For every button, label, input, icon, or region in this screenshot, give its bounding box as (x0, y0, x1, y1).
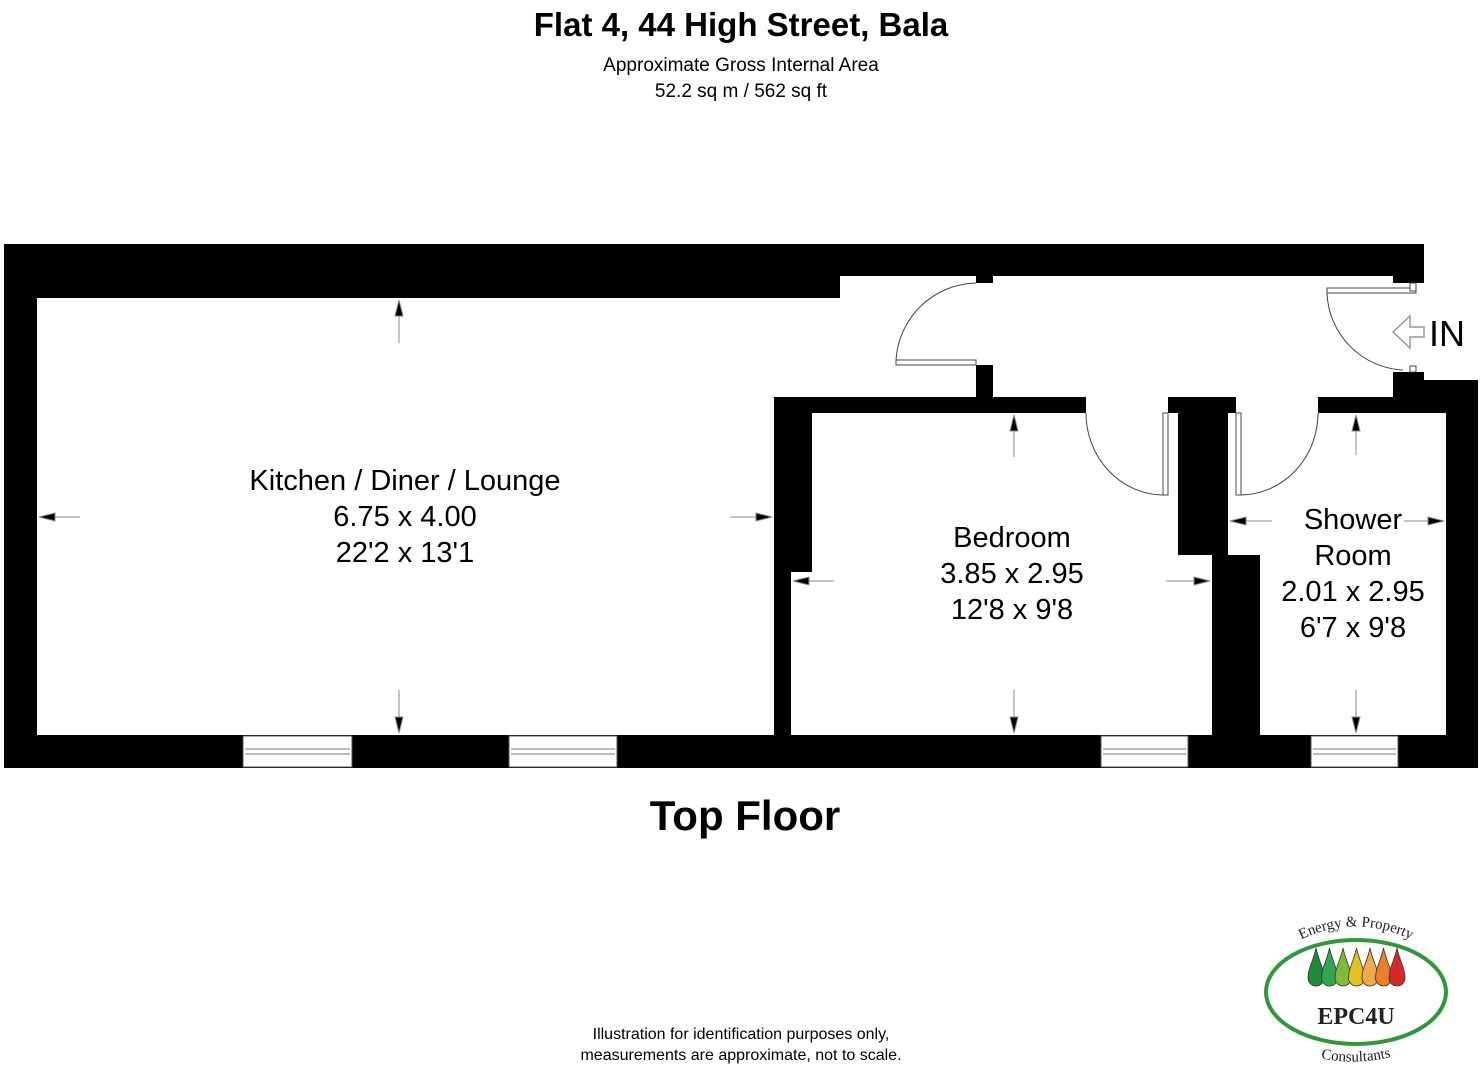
windows (242, 735, 1399, 768)
window-glazing (245, 748, 1396, 755)
room-metric: 3.85 x 2.95 (940, 558, 1084, 590)
room-imperial: 6'7 x 9'8 (1299, 612, 1407, 644)
entrance-label: IN (1429, 313, 1465, 354)
disclaimer-line-2: measurements are approximate, not to sca… (580, 1047, 902, 1064)
room-metric: 2.01 x 2.95 (1281, 576, 1425, 608)
doors (895, 282, 1417, 496)
room-kitchen: Kitchen / Diner / Lounge 6.75 x 4.00 22'… (249, 463, 560, 571)
area-caption: Approximate Gross Internal Area (603, 55, 879, 76)
room-imperial: 12'8 x 9'8 (950, 594, 1074, 626)
walls (4, 244, 1478, 768)
entrance-arrow-icon (1391, 314, 1425, 350)
dimension-arrows (38, 299, 1445, 734)
room-name-2: Room (1314, 540, 1392, 572)
room-shower: Shower Room 2.01 x 2.95 6'7 x 9'8 (1281, 502, 1425, 646)
area-value: 52.2 sq m / 562 sq ft (654, 81, 828, 102)
room-imperial: 22'2 x 13'1 (335, 537, 475, 569)
floor-label: Top Floor (649, 792, 841, 839)
disclaimer: Illustration for identification purposes… (580, 1024, 901, 1066)
room-metric: 6.75 x 4.00 (333, 501, 477, 533)
plan-title: Flat 4, 44 High Street, Bala (533, 6, 949, 43)
room-name: Kitchen / Diner / Lounge (249, 465, 561, 497)
room-name: Bedroom (953, 522, 1071, 554)
disclaimer-line-1: Illustration for identification purposes… (592, 1026, 890, 1043)
room-bedroom: Bedroom 3.85 x 2.95 12'8 x 9'8 (940, 520, 1084, 628)
room-name: Shower (1303, 504, 1403, 536)
